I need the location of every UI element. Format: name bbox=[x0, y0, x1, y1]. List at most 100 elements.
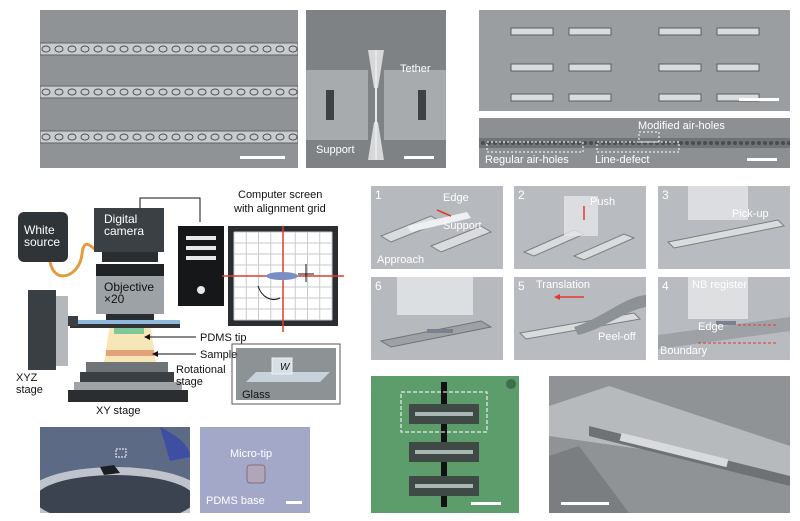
air-hole bbox=[67, 88, 77, 96]
step-label-peel-off: Peel-off bbox=[598, 331, 636, 343]
label-xy-stage: XY stage bbox=[96, 405, 141, 417]
step-6-graphic bbox=[371, 277, 503, 360]
air-hole bbox=[93, 45, 103, 53]
air-hole bbox=[197, 133, 207, 141]
step-panel-1: 1 Edge Support Approach bbox=[371, 186, 503, 269]
step-number: 1 bbox=[375, 188, 382, 202]
line-air-hole bbox=[775, 141, 779, 145]
air-hole bbox=[223, 88, 233, 96]
label-screen-title-2: with alignment grid bbox=[234, 203, 326, 215]
sem-image-line-defect: Modified air-holes Regular air-holes Lin… bbox=[479, 118, 790, 168]
line-air-hole bbox=[787, 141, 790, 145]
air-hole-array-graphic bbox=[479, 10, 790, 111]
air-hole bbox=[171, 45, 181, 53]
h-air-hole bbox=[716, 27, 760, 36]
sem-image-tether: Tether Support bbox=[306, 10, 446, 168]
h-air-hole bbox=[658, 27, 702, 36]
tether-graphic bbox=[306, 10, 446, 168]
line-air-hole bbox=[481, 141, 485, 145]
micro-tip-graphic bbox=[200, 427, 310, 513]
air-hole bbox=[184, 88, 194, 96]
line-air-hole bbox=[727, 141, 731, 145]
air-hole bbox=[106, 45, 116, 53]
air-hole bbox=[262, 88, 272, 96]
line-air-hole bbox=[679, 141, 683, 145]
air-hole bbox=[119, 88, 129, 96]
step-1-graphic bbox=[371, 186, 503, 269]
label-tether: Tether bbox=[400, 63, 431, 75]
step-label-approach: Approach bbox=[377, 254, 425, 266]
air-hole bbox=[119, 45, 129, 53]
step-number: 3 bbox=[662, 188, 669, 202]
step-4-graphic bbox=[658, 277, 790, 360]
scale-bar bbox=[286, 501, 302, 504]
air-hole bbox=[158, 133, 168, 141]
chip-graphic bbox=[371, 376, 519, 513]
air-hole bbox=[210, 88, 220, 96]
scale-bar bbox=[471, 502, 501, 505]
sem-image-air-hole-array bbox=[479, 10, 790, 111]
label-rotational-stage: Rotational stage bbox=[176, 364, 226, 388]
step-3-graphic bbox=[658, 186, 790, 269]
label-micro-tip: Micro-tip bbox=[230, 448, 273, 460]
air-hole bbox=[106, 133, 116, 141]
air-hole bbox=[93, 88, 103, 96]
h-air-hole bbox=[510, 27, 554, 36]
optical-image-chip bbox=[371, 376, 519, 513]
air-hole bbox=[67, 45, 77, 53]
air-hole bbox=[262, 133, 272, 141]
step-panel-6: 6 bbox=[371, 277, 503, 360]
air-hole bbox=[80, 133, 90, 141]
air-hole bbox=[262, 45, 272, 53]
line-air-hole bbox=[703, 141, 707, 145]
line-defect-graphic bbox=[479, 118, 790, 168]
air-hole bbox=[145, 88, 155, 96]
air-hole bbox=[184, 133, 194, 141]
label-xyz-stage: XYZ stage bbox=[16, 372, 43, 396]
cavity-rows-graphic bbox=[40, 10, 298, 168]
air-hole bbox=[171, 88, 181, 96]
label-pdms-base: PDMS base bbox=[206, 495, 265, 507]
air-hole bbox=[67, 133, 77, 141]
air-hole bbox=[132, 133, 142, 141]
step-panel-5: 5 Translation Peel-off bbox=[514, 277, 646, 360]
air-hole bbox=[197, 88, 207, 96]
label-objective: Objective ×20 bbox=[104, 280, 155, 306]
step-label-nb-register: NB register bbox=[692, 279, 748, 291]
line-air-hole bbox=[745, 141, 749, 145]
air-hole bbox=[236, 45, 246, 53]
photo-micro-tip: Micro-tip PDMS base bbox=[200, 427, 310, 513]
step-2-graphic bbox=[514, 186, 646, 269]
line-air-hole bbox=[691, 141, 695, 145]
line-air-hole bbox=[781, 141, 785, 145]
air-hole bbox=[119, 133, 129, 141]
step-5-graphic bbox=[514, 277, 646, 360]
label-white-source: White source bbox=[24, 223, 61, 249]
air-hole bbox=[93, 133, 103, 141]
scale-bar bbox=[747, 158, 777, 161]
step-number: 2 bbox=[518, 188, 525, 202]
air-hole bbox=[223, 45, 233, 53]
air-hole bbox=[210, 45, 220, 53]
h-air-hole bbox=[658, 93, 702, 102]
step-number: 6 bbox=[375, 279, 382, 293]
step-number: 4 bbox=[662, 279, 669, 293]
air-hole bbox=[288, 88, 298, 96]
air-hole bbox=[249, 45, 259, 53]
air-hole bbox=[171, 133, 181, 141]
step-label-push: Push bbox=[590, 196, 616, 208]
scale-bar bbox=[561, 502, 609, 505]
step-label-edge: Edge bbox=[698, 321, 724, 333]
scale-bar bbox=[404, 156, 434, 159]
air-hole bbox=[132, 45, 142, 53]
air-hole bbox=[210, 133, 220, 141]
h-air-hole bbox=[568, 63, 612, 72]
air-hole bbox=[54, 88, 64, 96]
line-air-hole bbox=[751, 141, 755, 145]
label-glass-w: W bbox=[280, 362, 290, 373]
air-hole bbox=[54, 45, 64, 53]
scale-bar bbox=[240, 156, 285, 159]
h-air-hole bbox=[568, 27, 612, 36]
step-panel-4: 4 NB register Edge Boundary bbox=[658, 277, 790, 360]
air-hole bbox=[158, 88, 168, 96]
